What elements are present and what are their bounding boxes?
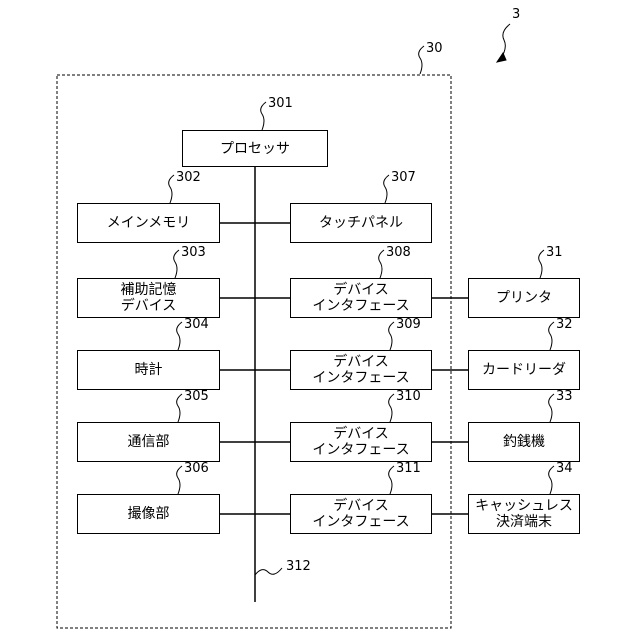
interface-308-label-line2: インタフェース bbox=[312, 298, 409, 314]
interface-309-label-line2: インタフェース bbox=[312, 370, 409, 386]
communication-label: 通信部 bbox=[128, 434, 170, 450]
leader-308 bbox=[379, 250, 384, 278]
leader-31 bbox=[539, 250, 544, 278]
leader-3-arrowhead bbox=[497, 53, 506, 62]
ref-interface-309: 309 bbox=[396, 318, 421, 332]
clock-block: 時計 bbox=[77, 350, 220, 390]
leader-305 bbox=[177, 394, 182, 422]
interface-311-label-line2: インタフェース bbox=[312, 514, 409, 530]
touch-panel-label: タッチパネル bbox=[319, 215, 403, 231]
ref-figure: 3 bbox=[512, 8, 520, 22]
processor-block: プロセッサ bbox=[182, 130, 328, 167]
leader-30 bbox=[419, 46, 424, 74]
leader-304 bbox=[177, 322, 182, 350]
interface-311-label-line1: デバイス bbox=[333, 498, 389, 514]
ref-cashless-terminal: 34 bbox=[556, 462, 573, 476]
interface-310-label-line2: インタフェース bbox=[312, 442, 409, 458]
ref-interface-308: 308 bbox=[386, 246, 411, 260]
leader-307 bbox=[384, 175, 389, 203]
interface-308-block: デバイス インタフェース bbox=[290, 278, 432, 318]
aux-storage-label-line1: 補助記憶 bbox=[121, 282, 177, 298]
interface-309-label-line1: デバイス bbox=[333, 354, 389, 370]
ref-interface-310: 310 bbox=[396, 390, 421, 404]
main-memory-label: メインメモリ bbox=[107, 215, 191, 231]
aux-storage-label-line2: デバイス bbox=[121, 298, 177, 314]
change-machine-label: 釣銭機 bbox=[503, 434, 545, 450]
ref-printer: 31 bbox=[546, 246, 563, 260]
cashless-terminal-label-line1: キャッシュレス bbox=[475, 498, 573, 514]
leader-311 bbox=[389, 466, 394, 494]
aux-storage-block: 補助記憶 デバイス bbox=[77, 278, 220, 318]
leader-34 bbox=[549, 466, 554, 494]
communication-block: 通信部 bbox=[77, 422, 220, 462]
printer-label: プリンタ bbox=[496, 290, 552, 306]
interface-310-label-line1: デバイス bbox=[333, 426, 389, 442]
leader-309 bbox=[389, 322, 394, 350]
interface-310-block: デバイス インタフェース bbox=[290, 422, 432, 462]
interface-309-block: デバイス インタフェース bbox=[290, 350, 432, 390]
leader-310 bbox=[389, 394, 394, 422]
ref-communication: 305 bbox=[184, 390, 209, 404]
processor-label: プロセッサ bbox=[220, 141, 290, 157]
ref-device: 30 bbox=[426, 42, 443, 56]
interface-311-block: デバイス インタフェース bbox=[290, 494, 432, 534]
cashless-terminal-block: キャッシュレス 決済端末 bbox=[468, 494, 580, 534]
card-reader-block: カードリーダ bbox=[468, 350, 580, 390]
main-memory-block: メインメモリ bbox=[77, 203, 220, 243]
ref-main-memory: 302 bbox=[176, 171, 201, 185]
leader-306 bbox=[177, 466, 182, 494]
ref-bus: 312 bbox=[286, 560, 311, 574]
imaging-block: 撮像部 bbox=[77, 494, 220, 534]
touch-panel-block: タッチパネル bbox=[290, 203, 432, 243]
leader-312 bbox=[255, 568, 282, 575]
ref-imaging: 306 bbox=[184, 462, 209, 476]
ref-interface-311: 311 bbox=[396, 462, 421, 476]
ref-touch-panel: 307 bbox=[391, 171, 416, 185]
leader-301 bbox=[261, 102, 266, 130]
card-reader-label: カードリーダ bbox=[482, 362, 566, 378]
ref-processor: 301 bbox=[268, 97, 293, 111]
ref-card-reader: 32 bbox=[556, 318, 573, 332]
printer-block: プリンタ bbox=[468, 278, 580, 318]
change-machine-block: 釣銭機 bbox=[468, 422, 580, 462]
leader-302 bbox=[169, 175, 174, 203]
leader-32 bbox=[549, 322, 554, 350]
clock-label: 時計 bbox=[135, 362, 163, 378]
interface-308-label-line1: デバイス bbox=[333, 282, 389, 298]
cashless-terminal-label-line2: 決済端末 bbox=[496, 514, 552, 530]
ref-change-machine: 33 bbox=[556, 390, 573, 404]
imaging-label: 撮像部 bbox=[128, 506, 170, 522]
leader-33 bbox=[549, 394, 554, 422]
ref-aux-storage: 303 bbox=[181, 246, 206, 260]
ref-clock: 304 bbox=[184, 318, 209, 332]
leader-303 bbox=[174, 250, 179, 278]
